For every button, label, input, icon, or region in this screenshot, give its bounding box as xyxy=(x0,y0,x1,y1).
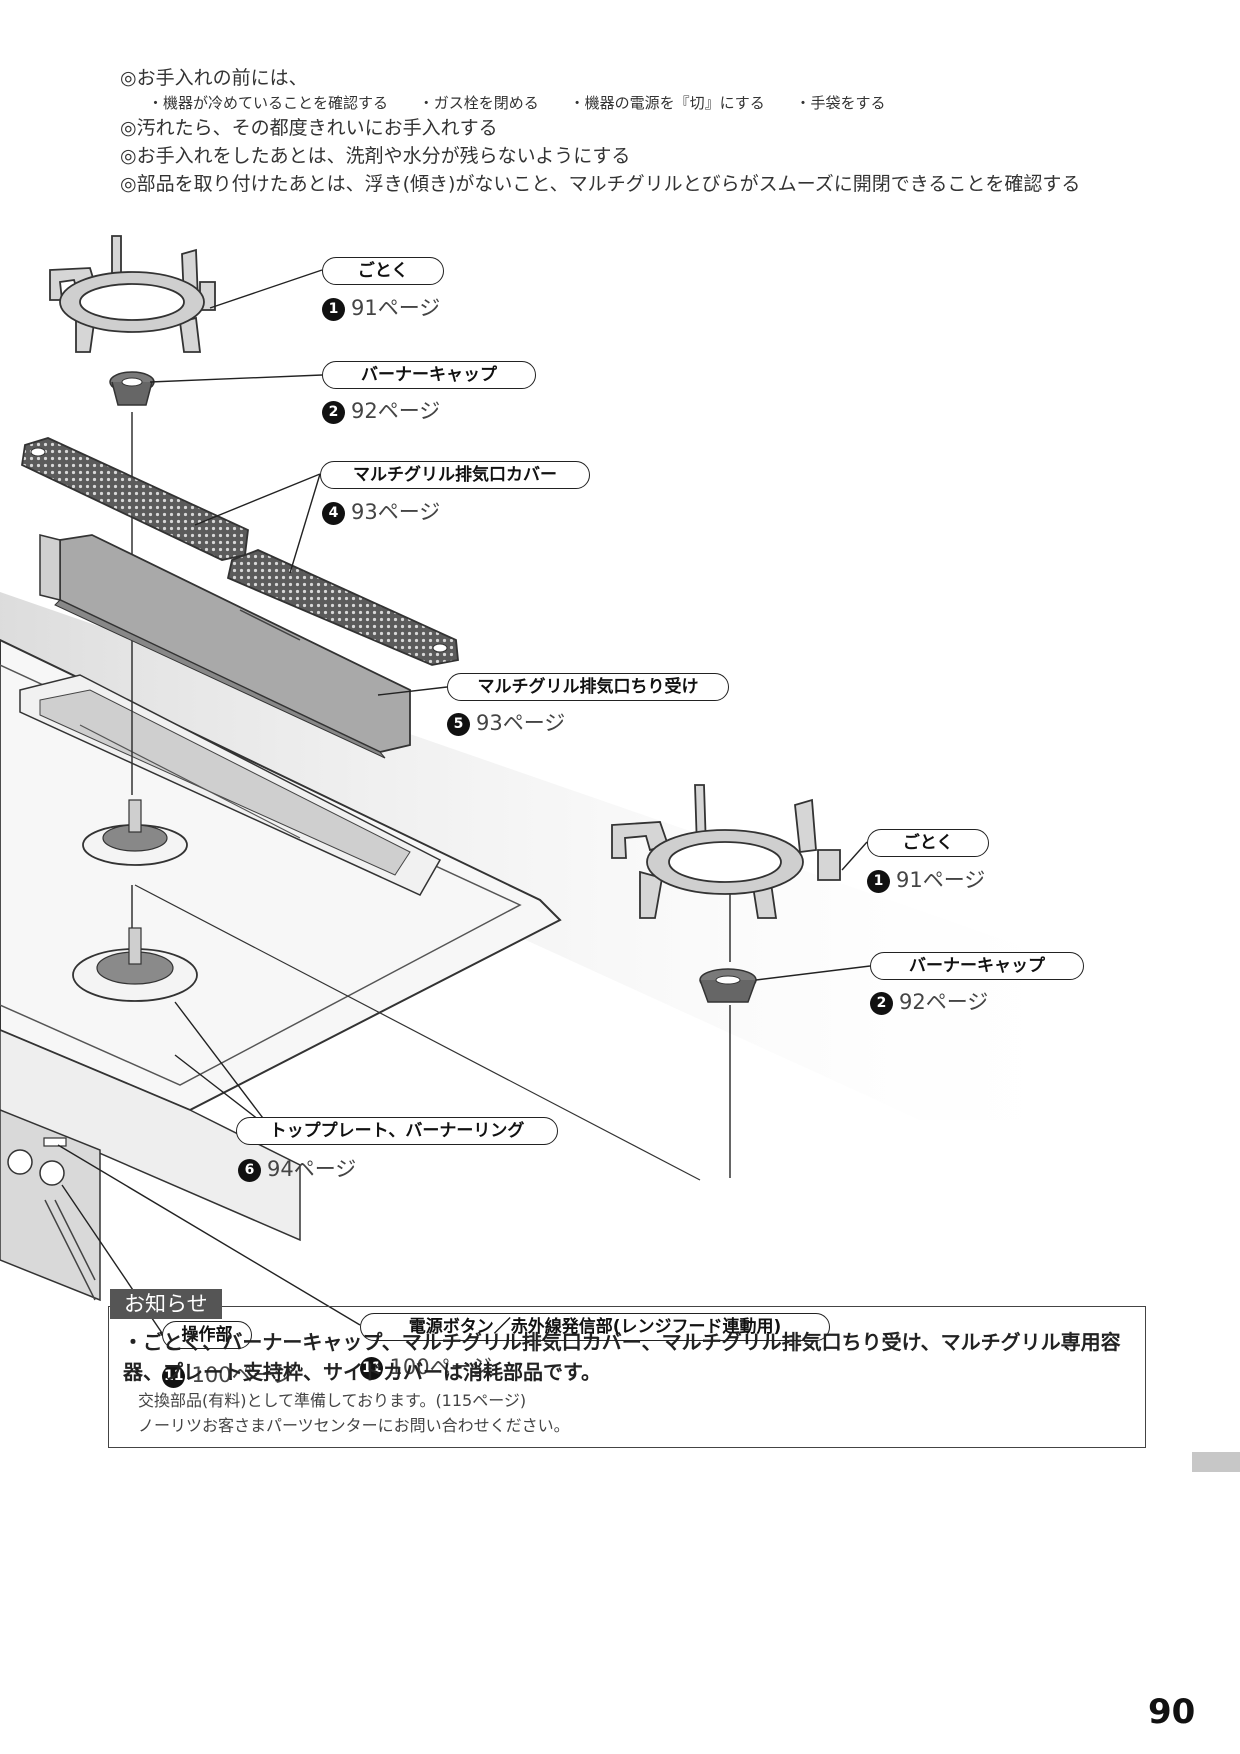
part-label-top-plate: トッププレート、バーナーリング xyxy=(236,1117,558,1145)
note-no-residue: ◎お手入れをしたあとは、洗剤や水分が残らないようにする xyxy=(120,145,631,167)
page-reference: 100ページ xyxy=(389,1355,493,1379)
part-ref-burner-cap-right: 2 92ページ xyxy=(870,989,988,1015)
step-number-badge: 11 xyxy=(162,1365,186,1388)
note-precautions: ・機器が冷めていることを確認する ・ガス栓を閉める ・機器の電源を『切』にする … xyxy=(148,92,1080,114)
notice-sub-text: ノーリツお客さまパーツセンターにお問い合わせください。 xyxy=(138,1416,570,1435)
step-number-badge: 2 xyxy=(322,401,345,424)
care-notes: ◎お手入れの前には、 ・機器が冷めていることを確認する ・ガス栓を閉める ・機器… xyxy=(120,64,1080,198)
note-check-fit: ◎部品を取り付けたあとは、浮き(傾き)がないこと、マルチグリルとびらがスムーズに… xyxy=(120,173,1081,195)
shadow-band xyxy=(0,592,1120,1120)
grill-exhaust-dust-tray xyxy=(39,534,411,759)
page-reference: 92ページ xyxy=(899,990,989,1014)
burner-cap-right xyxy=(699,968,757,1003)
step-number-badge: 6 xyxy=(238,1159,261,1182)
part-ref-burner-cap: 2 92ページ xyxy=(322,398,440,424)
grill-exhaust-cover-right xyxy=(226,549,459,666)
precaution-item: ・機器が冷めていることを確認する xyxy=(148,94,389,112)
notice-box: ・ごとく、バーナーキャップ、マルチグリル排気口カバー、マルチグリル排気口ちり受け… xyxy=(108,1306,1146,1448)
part-label-burner-cap-right: バーナーキャップ xyxy=(870,952,1084,980)
side-index-tab xyxy=(1192,1452,1240,1472)
part-label-power-button: 電源ボタン／赤外線発信部(レンジフード連動用) xyxy=(360,1313,830,1341)
page-reference: 92ページ xyxy=(351,399,441,423)
left-burner-rear xyxy=(82,799,188,866)
page-reference: 93ページ xyxy=(351,500,441,524)
exploded-parts-diagram xyxy=(0,235,1120,1334)
page-number: 90 xyxy=(1148,1692,1196,1732)
step-number-badge: 1 xyxy=(867,870,890,893)
step-number-badge: 5 xyxy=(447,713,470,736)
step-number-badge: 2 xyxy=(870,992,893,1015)
notice-main-text: ・ごとく、バーナーキャップ、マルチグリル排気口カバー、マルチグリル排気口ちり受け… xyxy=(123,1330,1121,1384)
part-ref-trivet: 1 91ページ xyxy=(322,295,440,321)
precaution-item: ・ガス栓を閉める xyxy=(418,94,539,112)
notice-title: お知らせ xyxy=(110,1289,222,1319)
step-number-badge: 11 xyxy=(360,1357,384,1380)
burner-cap-left xyxy=(109,371,155,406)
part-label-trivet: ごとく xyxy=(322,257,444,285)
trivet-left xyxy=(49,235,216,353)
part-label-burner-cap: バーナーキャップ xyxy=(322,361,536,389)
part-ref-trivet-right: 1 91ページ xyxy=(867,867,985,893)
part-label-trivet-right: ごとく xyxy=(867,829,989,857)
part-ref-grill-exhaust-tray: 5 93ページ xyxy=(447,710,565,736)
part-ref-grill-exhaust-cover: 4 93ページ xyxy=(322,499,440,525)
page-reference: 91ページ xyxy=(351,296,441,320)
notice-sub-text: 交換部品(有料)として準備しております。(115ページ) xyxy=(138,1391,527,1410)
step-number-badge: 4 xyxy=(322,502,345,525)
precaution-item: ・機器の電源を『切』にする xyxy=(569,94,765,112)
left-burner-front xyxy=(72,927,198,1002)
page-reference: 100ページ xyxy=(191,1363,295,1387)
note-before-care: ◎お手入れの前には、 xyxy=(120,67,308,89)
part-label-control-panel: 操作部 xyxy=(162,1321,252,1349)
page-reference: 93ページ xyxy=(476,711,566,735)
part-ref-top-plate: 6 94ページ xyxy=(238,1156,356,1182)
page-reference: 94ページ xyxy=(267,1157,357,1181)
step-number-badge: 1 xyxy=(322,298,345,321)
page-reference: 91ページ xyxy=(896,868,986,892)
trivet-right xyxy=(611,784,841,919)
part-label-grill-exhaust-tray: マルチグリル排気口ちり受け xyxy=(447,673,729,701)
precaution-item: ・手袋をする xyxy=(795,94,886,112)
part-label-grill-exhaust-cover: マルチグリル排気口カバー xyxy=(320,461,590,489)
note-clean-often: ◎汚れたら、その都度きれいにお手入れする xyxy=(120,117,498,139)
leader-lines xyxy=(57,269,871,1334)
